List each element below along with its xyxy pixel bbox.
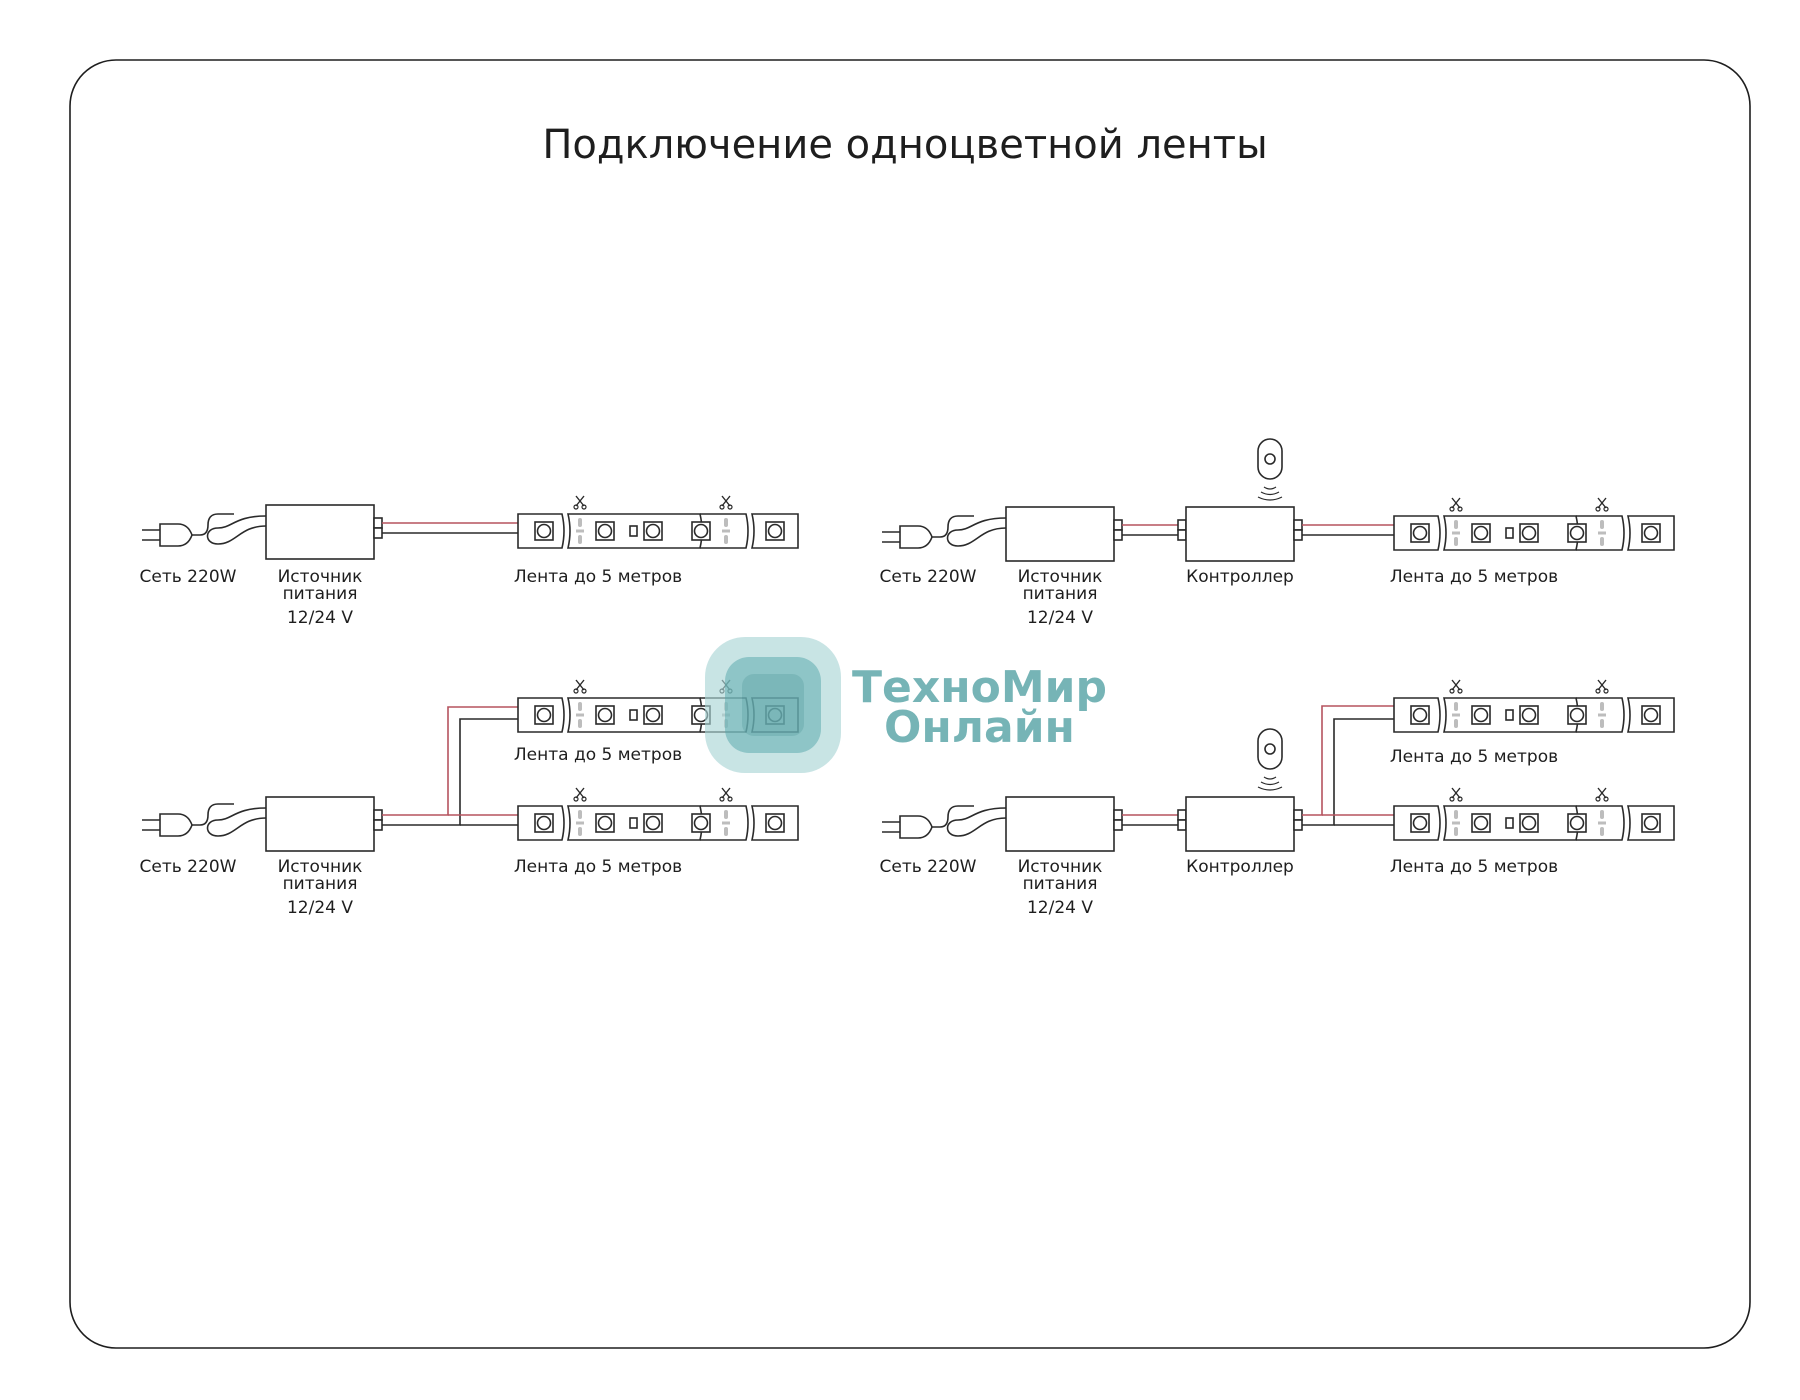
label-mains: Сеть 220W: [880, 857, 977, 877]
label-psu-line1: Источник: [1018, 567, 1103, 587]
led-strip: [1394, 788, 1674, 840]
label-psu-voltage: 12/24 V: [287, 898, 353, 918]
label-strip: Лента до 5 метров: [514, 567, 682, 587]
power-supply-box: [265, 504, 375, 560]
label-controller: Контроллер: [1186, 567, 1294, 587]
label-psu-voltage: 12/24 V: [287, 608, 353, 628]
outer-frame: [69, 59, 1751, 1349]
diagram-psu-single-strip: Сеть 220W Источник питания 12/24 V Лента…: [140, 496, 798, 628]
remote-control-icon: [1257, 728, 1283, 791]
power-supply-box: [265, 796, 375, 852]
plug-icon: [141, 513, 235, 547]
label-psu-voltage: 12/24 V: [1027, 608, 1093, 628]
label-psu-line1: Источник: [278, 567, 363, 587]
controller-box: [1185, 506, 1295, 562]
led-strip: [518, 496, 798, 548]
label-psu-line2: питания: [1023, 874, 1098, 894]
label-mains: Сеть 220W: [140, 857, 237, 877]
label-strip: Лента до 5 метров: [514, 857, 682, 877]
power-supply-box: [1005, 796, 1115, 852]
led-strip: [518, 788, 798, 840]
led-strip: [1394, 680, 1674, 732]
label-psu-line2: питания: [283, 584, 358, 604]
power-supply-box: [1005, 506, 1115, 562]
diagram-psu-two-strips: Лента до 5 метров Сеть 220W Источник пит…: [140, 680, 798, 918]
label-psu-line2: питания: [1023, 584, 1098, 604]
diagram-psu-controller-two-strips: Лента до 5 метров Сеть 220W Источник пит…: [880, 680, 1674, 918]
label-psu-line2: питания: [283, 874, 358, 894]
label-strip: Лента до 5 метров: [1390, 857, 1558, 877]
label-strip: Лента до 5 метров: [1390, 747, 1558, 767]
label-strip: Лента до 5 метров: [514, 745, 682, 765]
label-psu-line1: Источник: [278, 857, 363, 877]
plug-icon: [881, 515, 975, 549]
controller-box: [1185, 796, 1295, 852]
page-title: Подключение одноцветной ленты: [542, 122, 1267, 168]
label-mains: Сеть 220W: [880, 567, 977, 587]
diagram-psu-controller-strip: Сеть 220W Источник питания 12/24 V Контр…: [880, 438, 1674, 628]
watermark-line1: ТехноМир: [852, 662, 1107, 713]
label-controller: Контроллер: [1186, 857, 1294, 877]
label-psu-voltage: 12/24 V: [1027, 898, 1093, 918]
label-mains: Сеть 220W: [140, 567, 237, 587]
watermark-line2: Онлайн: [884, 702, 1075, 753]
watermark: ТехноМир Онлайн: [705, 637, 1107, 773]
label-strip: Лента до 5 метров: [1390, 567, 1558, 587]
remote-control-icon: [1257, 438, 1283, 501]
led-strip: [1394, 498, 1674, 550]
plug-icon: [881, 805, 975, 839]
label-psu-line1: Источник: [1018, 857, 1103, 877]
